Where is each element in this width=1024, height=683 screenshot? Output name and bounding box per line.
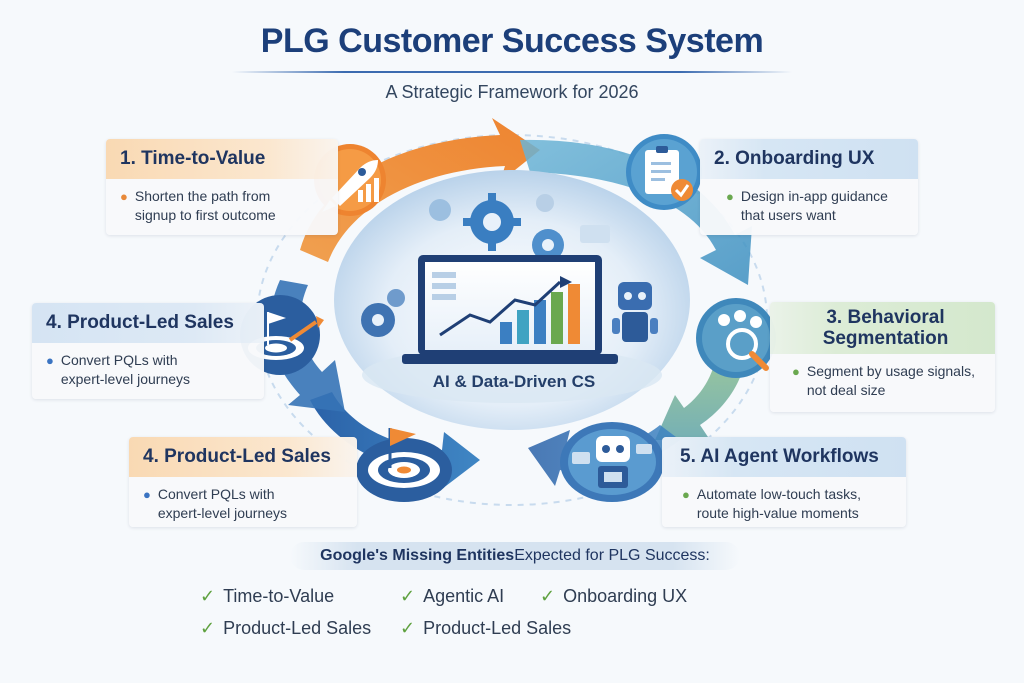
card-description: Automate low-touch tasks, route high-val…	[696, 486, 862, 521]
check-icon: ✓	[400, 586, 416, 606]
robot-icon	[560, 422, 664, 502]
missing-entities-heading: Google's Missing Entities Expected for P…	[290, 542, 740, 570]
checklist-item: ✓ Time-to-Value	[200, 586, 334, 607]
card-description: Segment by usage signals, not deal size	[806, 363, 975, 398]
checklist-label: Product-Led Sales	[223, 618, 372, 638]
card-title: 1. Time-to-Value	[106, 139, 338, 179]
bullet-dot: ●	[792, 364, 800, 379]
page-title: PLG Customer Success System	[260, 22, 764, 60]
checklist-label: Agentic AI	[423, 586, 505, 606]
bullet-dot: ●	[143, 487, 151, 502]
bullet-dot: ●	[726, 189, 734, 204]
arrow-orange	[300, 118, 540, 262]
clipboard-check-icon	[626, 134, 702, 210]
card-description: Shorten the path from signup to first ou…	[134, 188, 276, 223]
checklist-item: ✓ Onboarding UX	[540, 586, 687, 607]
checklist-item: ✓ Product-Led Sales	[200, 618, 371, 639]
robot-icon	[612, 282, 658, 342]
gears-icon	[361, 193, 564, 337]
center-label: AI & Data-Driven CS	[432, 372, 596, 391]
card-title: 4. Product-Led Sales	[129, 437, 357, 477]
checklist-item: ✓ Agentic AI	[400, 586, 504, 607]
checklist-label: Time-to-Value	[223, 586, 335, 606]
checklist-item: ✓ Product-Led Sales	[400, 618, 571, 639]
user-group-magnify-icon	[696, 298, 776, 378]
card-product-led-sales-lower: 4. Product-Led Sales ● Convert PQLs with…	[129, 437, 357, 527]
card-behavioral-segmentation: 3. Behavioral Segmentation ● Segment by …	[770, 302, 995, 412]
card-title: 4. Product-Led Sales	[32, 303, 264, 343]
page-subtitle: A Strategic Framework for 2026	[385, 82, 639, 102]
checklist-label: Onboarding UX	[563, 586, 688, 606]
checklist-label: Product-Led Sales	[423, 618, 572, 638]
bullet-dot: ●	[46, 353, 54, 368]
card-description: Convert PQLs with expert-level journeys	[157, 486, 288, 521]
card-ai-agent-workflows: 5. AI Agent Workflows ● Automate low-tou…	[662, 437, 906, 527]
card-title: 2. Onboarding UX	[700, 139, 918, 179]
check-icon: ✓	[400, 618, 416, 638]
card-description: Convert PQLs with expert-level journeys	[60, 352, 191, 387]
check-icon: ✓	[200, 586, 216, 606]
card-description: Design in-app guidance that users want	[740, 188, 888, 223]
card-product-led-sales-upper: 4. Product-Led Sales ● Convert PQLs with…	[32, 303, 264, 399]
card-title: 3. Behavioral Segmentation	[770, 302, 995, 354]
missing-entities-bold: Google's Missing Entities	[320, 547, 515, 564]
chat-bubble-icon	[580, 225, 610, 243]
card-time-to-value: 1. Time-to-Value ● Shorten the path from…	[106, 139, 338, 235]
missing-entities-rest: Expected for PLG Success:	[514, 547, 710, 564]
bullet-dot: ●	[120, 189, 128, 204]
card-onboarding-ux: 2. Onboarding UX ● Design in-app guidanc…	[700, 139, 918, 235]
check-icon: ✓	[540, 586, 556, 606]
bullet-dot: ●	[682, 487, 690, 502]
laptop-chart-icon	[402, 255, 618, 364]
target-flag-icon	[356, 428, 452, 502]
check-icon: ✓	[200, 618, 216, 638]
card-title: 5. AI Agent Workflows	[662, 437, 906, 477]
title-underline	[232, 71, 792, 73]
